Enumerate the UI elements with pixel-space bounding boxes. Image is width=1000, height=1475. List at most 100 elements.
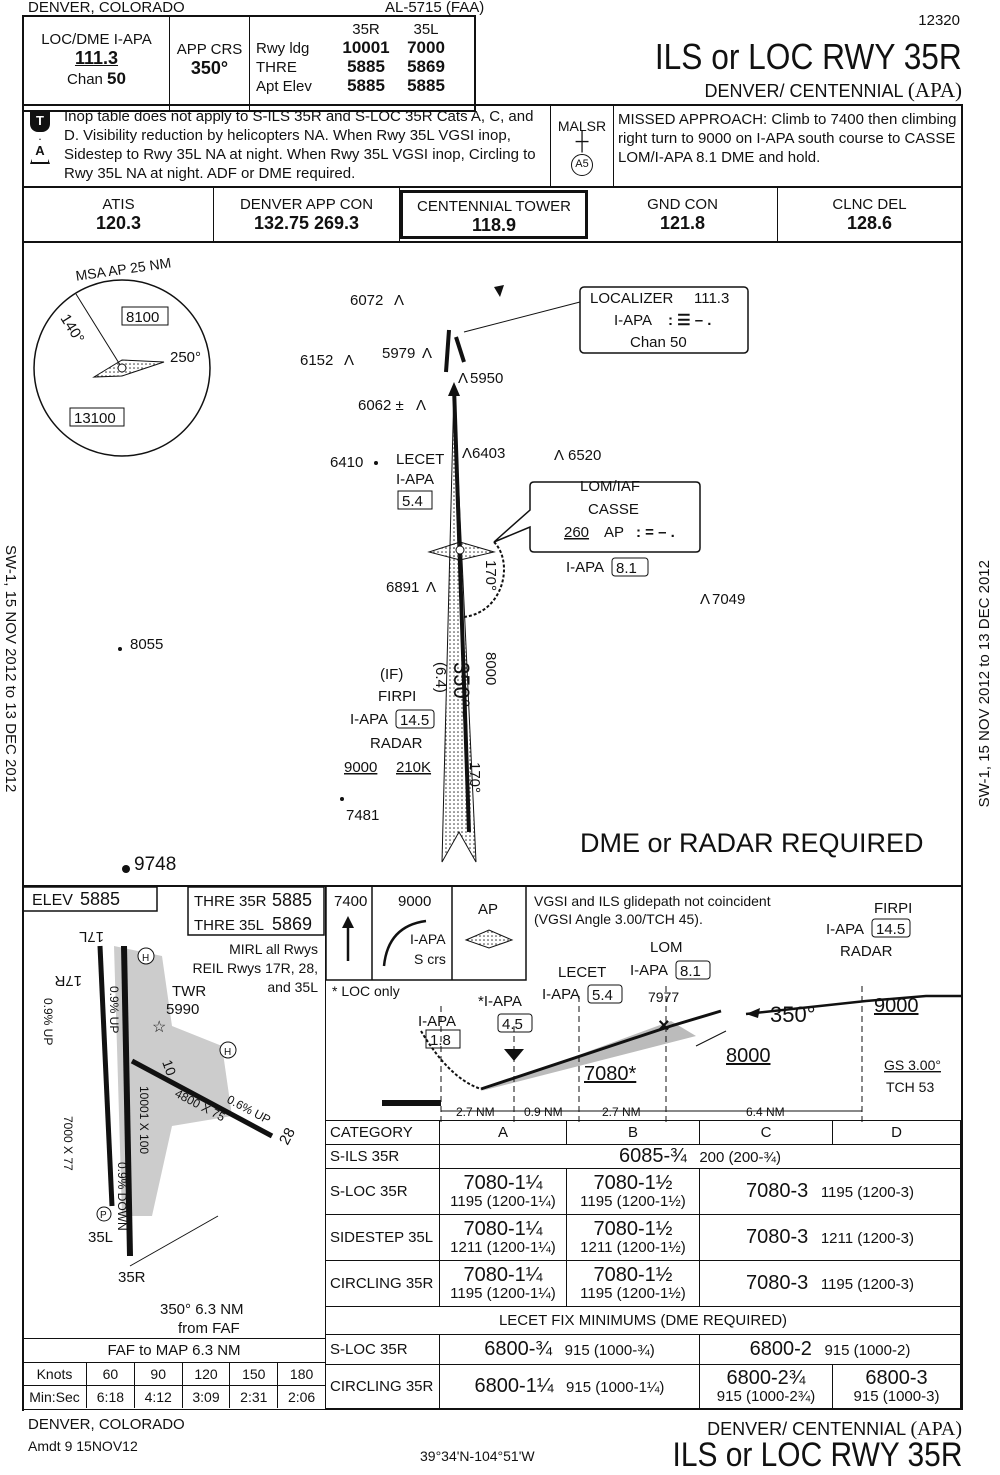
obstacle: 6410 <box>330 454 363 471</box>
left-border <box>22 886 24 1411</box>
time-value: 2:06 <box>287 1389 316 1405</box>
lecet-dme: 5.4 <box>402 493 423 510</box>
svg-text:Λ: Λ <box>462 445 472 462</box>
threshold-crossing-height: TCH 53 <box>886 1079 934 1095</box>
heliport-icon: H <box>224 1047 231 1058</box>
svg-text:Λ: Λ <box>416 397 426 414</box>
firpi-radar: RADAR <box>370 735 423 752</box>
obstacle: 6152 <box>300 352 333 369</box>
gradient-35r: 0.9% DOWN <box>115 1162 129 1231</box>
cat-cd-min: 7080-3 <box>746 1226 809 1248</box>
comm-label: DENVER APP CON <box>239 196 374 213</box>
chart-id: AL-5715 (FAA) <box>385 0 485 16</box>
cat-a-hat: 1195 (1200-1¼) <box>450 1285 556 1303</box>
header-category: CATEGORY <box>325 1120 440 1145</box>
footer-title: ILS or LOC RWY 35R <box>672 1436 962 1474</box>
glidepath-area <box>481 1021 696 1091</box>
row-value: 5885 <box>347 76 385 95</box>
missed-hold-alt: 9000 <box>398 893 431 910</box>
tower-label: TWR <box>172 983 206 1000</box>
loc-label: LOC/DME I-APA <box>41 31 152 48</box>
header-location: DENVER, COLORADO <box>28 0 185 16</box>
obstacle: 5950 <box>470 370 503 387</box>
distance-seg-3: 2.7 NM <box>602 1105 641 1119</box>
knots-value: 60 <box>87 1363 135 1385</box>
profile-radar: RADAR <box>840 943 893 960</box>
cat-ab-hat: 915 (1000-¾) <box>564 1342 655 1359</box>
cat-b-hat: 1195 (1200-1½) <box>580 1285 686 1303</box>
msa-sector-250: 250° <box>170 349 201 366</box>
profile-course: 350° <box>770 1002 816 1027</box>
svg-text:Λ: Λ <box>344 352 354 369</box>
approach-lights-icon: ┼ <box>575 131 589 151</box>
svg-text:Λ: Λ <box>700 591 710 608</box>
procedure-turn-heading: 170° <box>482 560 499 591</box>
reil-note: REIL Rwys 17R, 28, <box>192 960 318 976</box>
profile-lom: LOM <box>650 939 683 956</box>
localizer-antenna-icon <box>444 329 466 373</box>
serial-number: 12320 <box>918 12 960 29</box>
firpi-ident: I-APA <box>350 711 388 728</box>
profile-firpi: FIRPI <box>874 900 912 917</box>
knots-value: 120 <box>183 1363 231 1385</box>
missed-ident: I-APA <box>410 931 446 947</box>
reil-note-2: and 35L <box>267 979 318 995</box>
altitude-8000: 8000 <box>482 652 499 685</box>
loc-box-name: LOCALIZER <box>590 290 674 307</box>
comm-label: CENTENNIAL TOWER <box>417 198 571 215</box>
cat-c-hat: 915 (1000-2¾) <box>716 1388 816 1406</box>
loc-box-freq: 111.3 <box>694 290 729 307</box>
papi-icon: P <box>100 1210 107 1221</box>
lom-crossing-alt: 7977 <box>648 989 679 1005</box>
thre35l-value: 5869 <box>272 914 312 934</box>
cat-b-min: 7080-1½ <box>593 1172 673 1195</box>
missed-approach-text: MISSED APPROACH: Climb to 7400 then clim… <box>618 111 957 166</box>
svg-text:Λ: Λ <box>426 579 436 596</box>
thre35l-label: THRE 35L <box>194 917 264 934</box>
lom-freq: 260 <box>564 524 589 541</box>
firpi-altitude: 9000 <box>344 759 377 776</box>
vgsi-note: VGSI and ILS glidepath not coincident <box>534 893 771 909</box>
comm-label: ATIS <box>102 196 135 213</box>
footer-airport: DENVER/ CENTENNIAL (APA) <box>707 1418 962 1441</box>
col-35l: 35L <box>413 21 439 38</box>
knots-row: Knots 60 90 120 150 180 <box>23 1363 325 1386</box>
cat-cd-min: 7080-3 <box>746 1180 809 1202</box>
knots-value: 180 <box>289 1366 314 1382</box>
rwy-17r-dimensions: 10001 X 100 <box>137 1086 151 1154</box>
knots-value: 90 <box>135 1363 183 1385</box>
obstacle: 9748 <box>134 854 176 875</box>
cat-cd-hat: 1195 (1200-3) <box>820 1276 914 1293</box>
msa-alt-13100: 13100 <box>74 410 116 427</box>
loc-box-chan: Chan 50 <box>630 334 687 351</box>
notes-text: Inop table does not apply to S-ILS 35R a… <box>64 108 536 182</box>
stepdown-dme: 4.5 <box>502 1016 523 1033</box>
msa-circle: MSA AP 25 NM 140° 250° 8100 13100 <box>33 254 211 457</box>
missed-climb-alt: 7400 <box>334 893 367 910</box>
arrow-icon <box>494 285 504 297</box>
comm-freq: 132.75 269.3 <box>253 213 360 233</box>
intermediate-segment <box>745 994 961 1016</box>
rwy-28-label: 28 <box>276 1125 299 1148</box>
knots-label: Knots <box>23 1363 87 1385</box>
header-d: D <box>832 1120 961 1145</box>
cat-d-min: 6800-3 <box>865 1367 928 1390</box>
cat-b-min: 7080-1½ <box>593 1264 673 1287</box>
faf-distance-2: from FAF <box>178 1320 240 1337</box>
loc-freq: 111.3 <box>74 48 119 68</box>
cat-cd-min: 6800-2 <box>749 1338 812 1360</box>
sils-min: 6085-¾ <box>618 1145 687 1167</box>
loc-box-ident: I-APA <box>614 312 652 329</box>
missed-course: S crs <box>414 951 446 967</box>
header-a: A <box>439 1120 567 1145</box>
profile-alt-9000: 9000 <box>874 995 919 1017</box>
runway-17l-35l <box>97 945 115 1207</box>
obstacle: 6062 ± <box>358 397 404 414</box>
header-b: B <box>566 1120 700 1145</box>
stepdown-ident: *I-APA <box>478 993 522 1010</box>
course-arrow-icon <box>448 382 460 396</box>
thre35r-value: 5885 <box>272 890 312 910</box>
